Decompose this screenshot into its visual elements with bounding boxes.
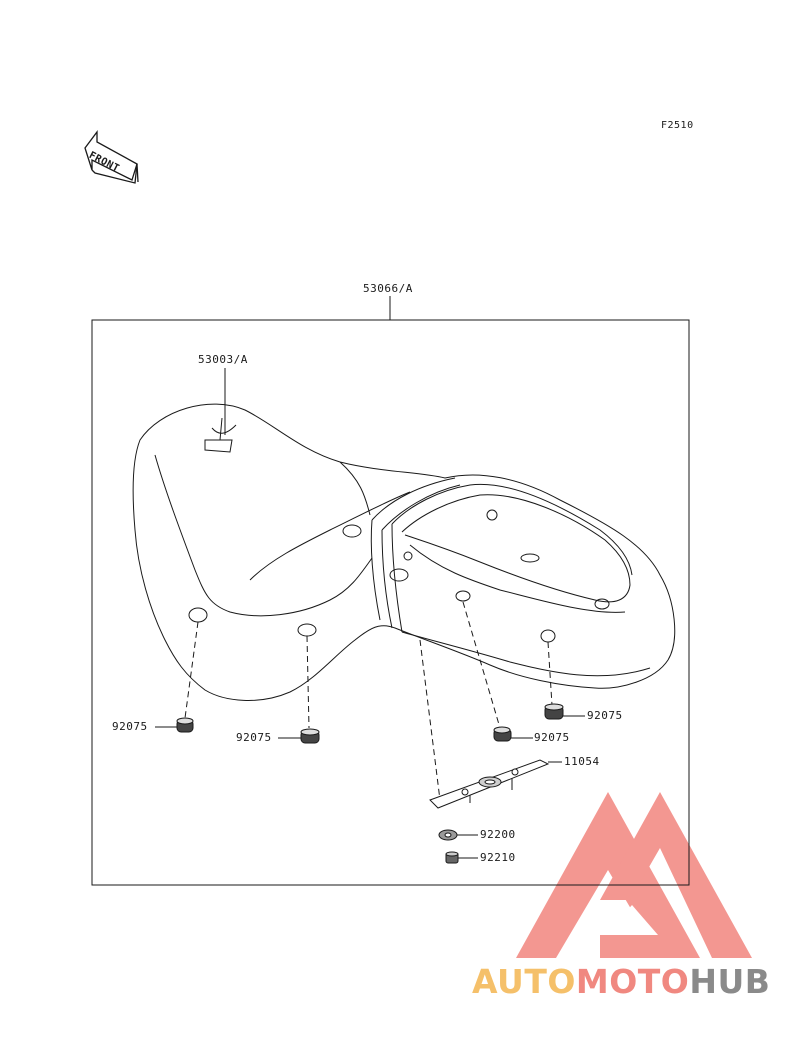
watermark-logo-icon	[516, 792, 752, 958]
front-arrow-icon	[84, 130, 139, 184]
damper-mid-part-number: 92075	[236, 731, 272, 744]
watermark-hub: HUB	[689, 962, 771, 1001]
watermark-moto: MOTO	[575, 962, 690, 1001]
seat-cover-part-number: 53003/A	[198, 353, 248, 366]
mounting-guide-lines	[184, 601, 553, 801]
watermark-auto: AUTO	[472, 962, 576, 1001]
damper-parts	[176, 703, 564, 744]
assembly-frame	[91, 319, 690, 886]
damper-mid-icon	[300, 728, 320, 744]
damper-right-low-part-number: 92075	[534, 731, 570, 744]
washer-icon	[438, 829, 458, 841]
damper-right-low-icon	[493, 726, 512, 742]
damper-left-icon	[176, 717, 194, 733]
nut-icon	[445, 851, 459, 864]
damper-right-high-icon	[544, 703, 564, 720]
seat-illustration	[132, 403, 676, 701]
nut-part-number: 92210	[480, 851, 516, 864]
washer-part-number: 92200	[480, 828, 516, 841]
bracket-part-number: 11054	[564, 755, 600, 768]
part-leaders	[155, 715, 585, 859]
damper-left-part-number: 92075	[112, 720, 148, 733]
damper-right-high-part-number: 92075	[587, 709, 623, 722]
bracket-icon	[429, 759, 550, 809]
watermark-brand: AUTOMOTOHUB	[472, 962, 800, 1001]
figure-code: F2510	[661, 120, 694, 131]
assembly-part-number: 53066/A	[363, 282, 413, 295]
